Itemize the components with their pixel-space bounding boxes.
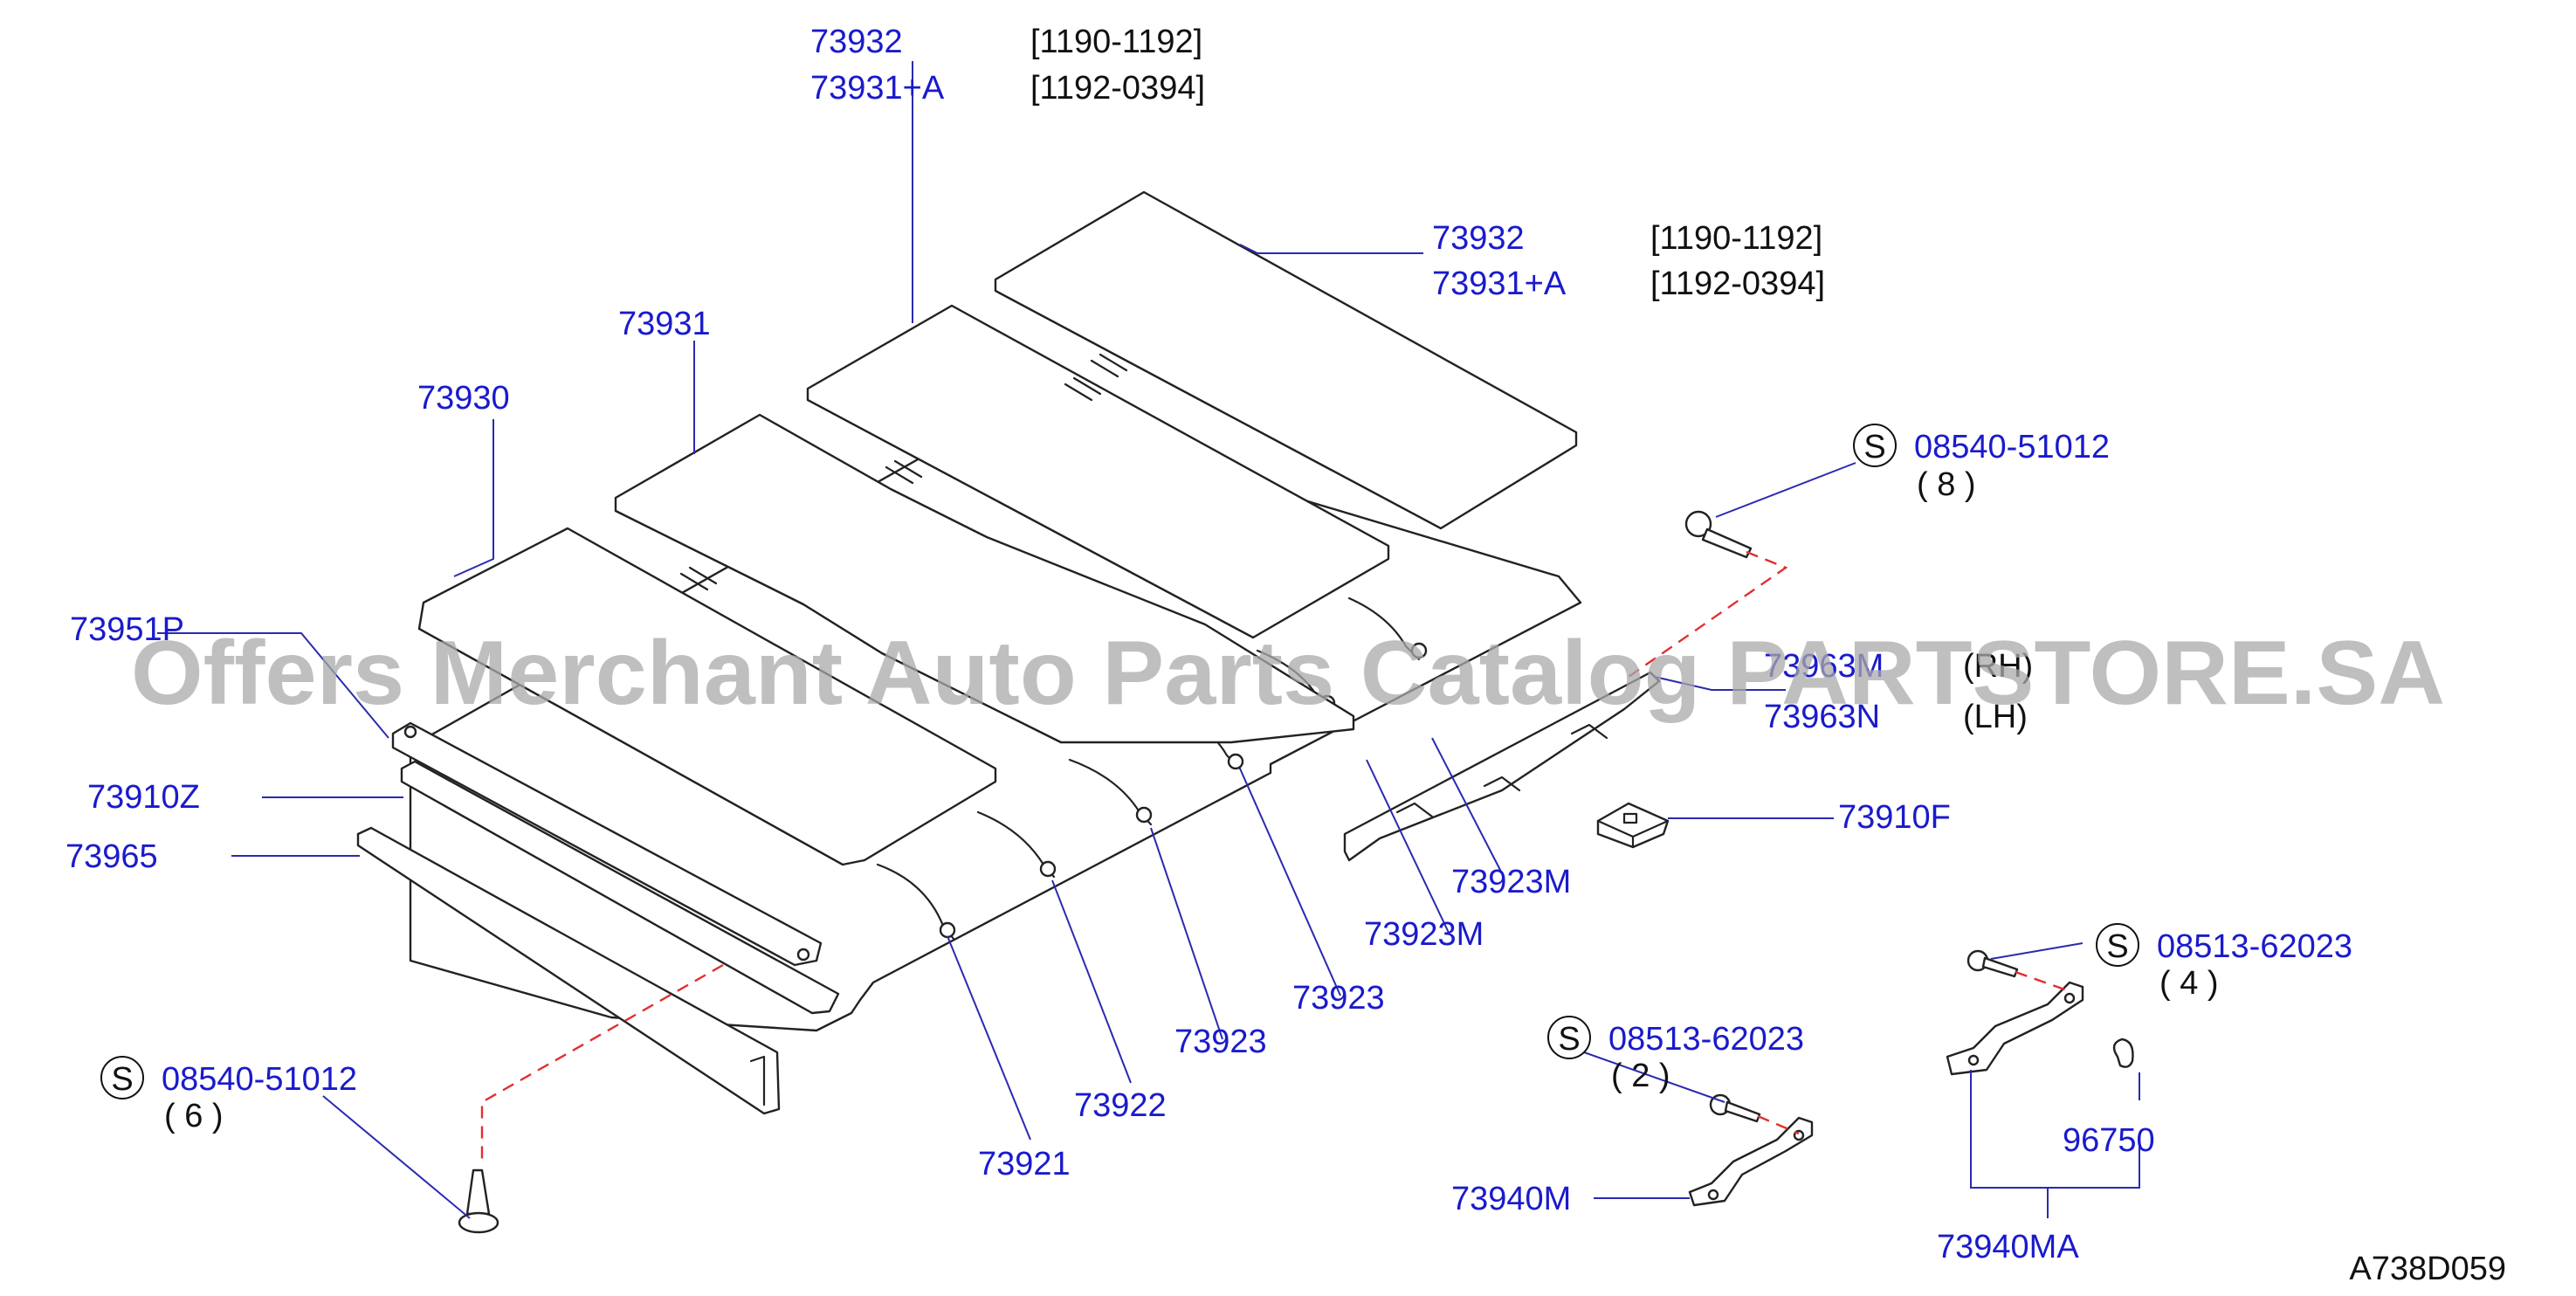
screw-part-number: 08540-51012 (162, 1061, 357, 1098)
bracket-73940m (1688, 1116, 1814, 1207)
screw-callout-bottom-left: S 08540-51012 ( 6 ) (100, 1056, 357, 1134)
screw-part-number: 08513-62023 (2157, 928, 2352, 965)
callout-73940ma: 73940MA (1937, 1229, 2079, 1265)
panel-73930 (417, 527, 997, 866)
screw-quantity: ( 6 ) (164, 1098, 224, 1134)
panel-73932-rear (994, 190, 1578, 530)
range-73931a-top: [1192-0394] (1030, 70, 1205, 107)
screw-callout-middle: S 08513-62023 ( 2 ) (1547, 1016, 1804, 1094)
callout-73963m: 73963M (1764, 648, 1884, 685)
callout-73910f: 73910F (1838, 799, 1951, 836)
side-73963m: (RH) (1963, 648, 2033, 685)
leader-lines (157, 61, 2140, 1219)
watermark-text: Offers Merchant Auto Parts Catalog PARTS… (131, 623, 2445, 724)
screw-symbol: S (111, 1061, 133, 1098)
callout-73965: 73965 (65, 838, 158, 875)
range-73932-top: [1190-1192] (1030, 24, 1202, 60)
screw-08540-51012-top (1684, 510, 1753, 559)
callout-73951p: 73951P (70, 611, 184, 648)
range-73932-mid: [1190-1192] (1650, 220, 1822, 257)
callout-73963n: 73963N (1764, 699, 1880, 735)
callout-73923m-a: 73923M (1451, 864, 1571, 900)
side-rail-73963 (1343, 671, 1661, 862)
panel-73931 (614, 413, 1355, 744)
panel-73931a-middle (806, 304, 1390, 639)
callout-73931a-mid: 73931+A (1432, 265, 1567, 302)
callout-73923-b: 73923 (1174, 1024, 1267, 1060)
screw-08513-62023-middle (1709, 1093, 1761, 1123)
screw-quantity: ( 2 ) (1611, 1058, 1670, 1094)
callout-73931: 73931 (618, 306, 711, 342)
screw-symbol: S (2106, 928, 2128, 965)
alignment-line-right-screw (2015, 970, 2070, 993)
callout-73940m: 73940M (1451, 1181, 1571, 1217)
front-trim-73951p (391, 721, 823, 967)
screw-quantity: ( 4 ) (2159, 965, 2219, 1002)
bracket-73940ma (1946, 981, 2084, 1076)
screw-callout-right: S 08513-62023 ( 4 ) (2096, 923, 2352, 1002)
figure-code: A738D059 (2349, 1251, 2506, 1287)
callout-73930: 73930 (417, 380, 510, 417)
callout-73931a-top: 73931+A (810, 70, 945, 107)
range-73931a-mid: [1192-0394] (1650, 265, 1825, 302)
alignment-line-bottom-screw (480, 963, 724, 1166)
screw-08513-62023-right (1966, 949, 2019, 978)
callout-73910z: 73910Z (87, 779, 200, 816)
screw-part-number: 08540-51012 (1914, 429, 2110, 465)
callout-73921: 73921 (978, 1146, 1071, 1182)
callout-73923m-b: 73923M (1364, 916, 1484, 953)
clip-73910f (1596, 802, 1670, 849)
screw-callout-top: S 08540-51012 ( 8 ) (1853, 424, 2110, 503)
callout-73932-mid: 73932 (1432, 220, 1525, 257)
callout-73923-a: 73923 (1292, 980, 1385, 1017)
screw-quantity: ( 8 ) (1917, 466, 1976, 503)
screw-symbol: S (1863, 429, 1885, 465)
alignment-line-middle-screw (1757, 1114, 1800, 1135)
front-trim-73910z (400, 760, 840, 1015)
clip-96750 (2112, 1037, 2134, 1068)
screw-part-number: 08513-62023 (1608, 1021, 1804, 1058)
front-trim-73965 (356, 826, 781, 1115)
callout-73932-top: 73932 (810, 24, 903, 60)
screw-08540-51012-bottom (458, 1168, 499, 1234)
callout-96750: 96750 (2063, 1122, 2155, 1159)
side-73963n: (LH) (1963, 699, 2028, 735)
alignment-line-top-screw (1628, 550, 1788, 678)
screw-symbol: S (1558, 1021, 1580, 1058)
callout-73922: 73922 (1074, 1087, 1167, 1124)
